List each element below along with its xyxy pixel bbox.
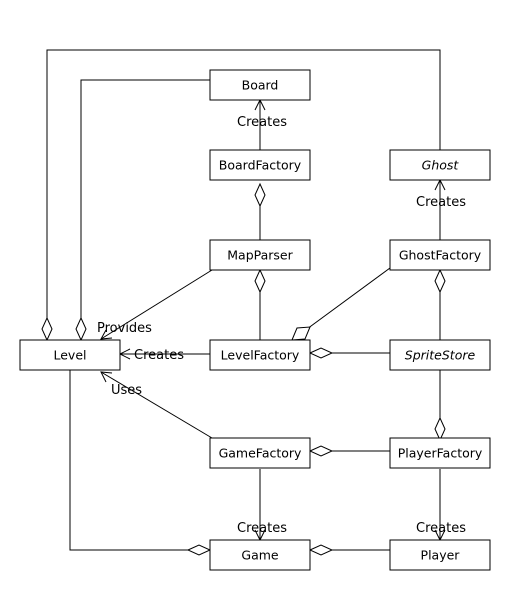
player-creates-label: Creates [416, 521, 466, 536]
ghost-creates-label: Creates [416, 195, 466, 210]
class-gamefactory: GameFactory [209, 437, 311, 469]
class-level: Level [19, 339, 121, 371]
mapparser-level-provides-line [100, 269, 213, 340]
level-ghost-aggregation-diamond [41, 316, 53, 342]
class-mapparser-name: MapParser [227, 248, 293, 263]
gamefactory-playerfactory-diamond [308, 445, 334, 457]
mapparser-boardfactory-diamond [254, 182, 266, 208]
class-gamefactory-name: GameFactory [219, 446, 302, 461]
class-spritestore: SpriteStore [389, 339, 491, 371]
provides-label: Provides [97, 321, 152, 336]
class-board-name: Board [242, 78, 279, 93]
class-ghostfactory: GhostFactory [389, 239, 491, 271]
class-playerfactory: PlayerFactory [389, 437, 491, 469]
level-board-aggregation-line [80, 79, 210, 318]
class-ghostfactory-name: GhostFactory [399, 248, 482, 263]
class-game: Game [209, 539, 311, 571]
game-level-aggregation-diamond [186, 544, 212, 556]
class-player-name: Player [421, 548, 461, 563]
uses-label: Uses [111, 383, 142, 398]
level-ghost-aggregation-line [46, 49, 441, 318]
class-game-name: Game [241, 548, 279, 563]
class-player: Player [389, 539, 491, 571]
game-level-aggregation-line [69, 370, 188, 551]
levelfactory-spritestore-diamond [308, 347, 334, 359]
class-levelfactory-name: LevelFactory [221, 348, 300, 363]
mapparser-level-arrowhead [100, 329, 113, 340]
level-board-aggregation-diamond [75, 316, 87, 342]
ghostfactory-spritestore-diamond [434, 268, 446, 294]
level-creates-label: Creates [134, 348, 184, 363]
class-mapparser: MapParser [209, 239, 311, 271]
class-ghost-name: Ghost [422, 158, 460, 173]
class-board: Board [209, 69, 311, 101]
levelfactory-mapparser-diamond [254, 268, 266, 294]
class-ghost: Ghost [389, 149, 491, 181]
gamefactory-level-uses-line [100, 371, 213, 439]
class-spritestore-name: SpriteStore [405, 348, 476, 363]
class-boardfactory: BoardFactory [209, 149, 311, 181]
game-creates-label: Creates [237, 521, 287, 536]
levelfactory-ghostfactory-diamond [291, 326, 311, 341]
playerfactory-spritestore-diamond [434, 416, 446, 442]
board-creates-label: Creates [237, 115, 287, 130]
class-levelfactory: LevelFactory [209, 339, 311, 371]
class-level-name: Level [54, 348, 87, 363]
gamefactory-level-arrowhead [100, 371, 113, 383]
class-boardfactory-name: BoardFactory [219, 158, 302, 173]
class-playerfactory-name: PlayerFactory [398, 446, 483, 461]
game-player-aggregation-diamond [308, 544, 334, 556]
